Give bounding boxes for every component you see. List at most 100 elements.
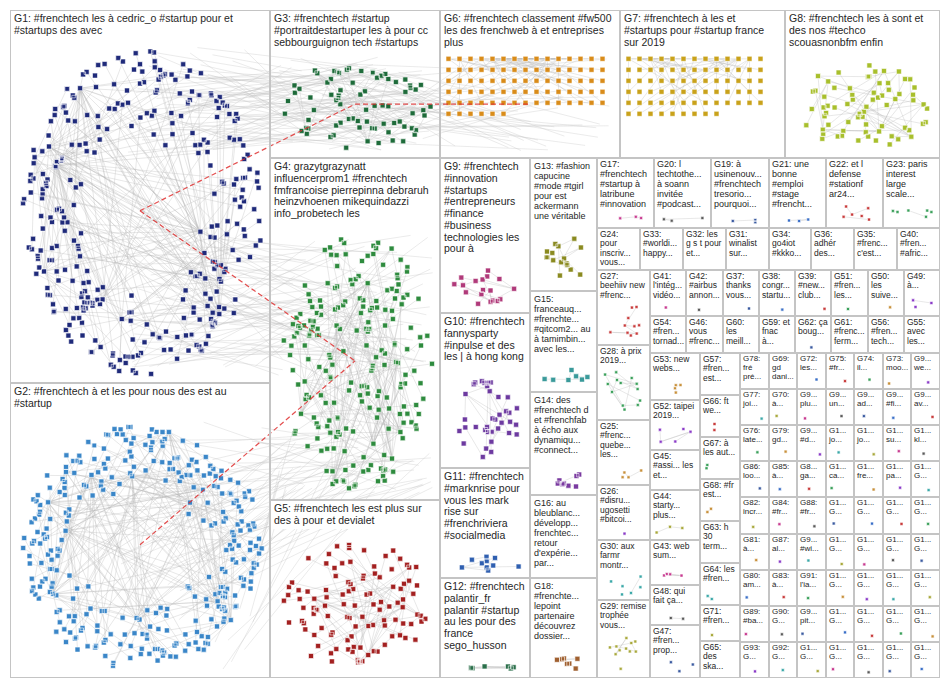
group-label: G3: #frenchtech #startup #portraitdestar… bbox=[271, 11, 439, 50]
group-label: G1... G... bbox=[827, 498, 853, 518]
group-box: G71: #fren... bbox=[700, 605, 740, 641]
vertex-squares bbox=[832, 522, 835, 525]
group-box: G1... G... bbox=[797, 642, 826, 678]
group-label: G9... ad... bbox=[855, 390, 882, 410]
group-label: G1: #frenchtech les à cedric_o #startup … bbox=[11, 11, 269, 39]
vertex-squares bbox=[808, 487, 811, 490]
group-label: G9: #frenchtech #innovation #startups #e… bbox=[441, 159, 529, 257]
group-box: G72: les... bbox=[797, 353, 826, 389]
group-label: G67: à les aut... bbox=[701, 438, 739, 459]
vertex-squares bbox=[871, 634, 874, 637]
vertex-squares bbox=[928, 596, 931, 599]
group-label: G66: ft we... bbox=[701, 396, 739, 417]
group-label: G86: loo... bbox=[741, 462, 768, 482]
group-label: G50: les suive... bbox=[869, 271, 903, 301]
group-box: G42: #airbus annon... bbox=[686, 270, 723, 316]
vertex-squares bbox=[781, 308, 784, 311]
group-box: G75: #fr... bbox=[826, 353, 854, 389]
group-box: G29: remise trophée vous... bbox=[597, 600, 650, 678]
vertex-squares bbox=[555, 656, 580, 671]
group-label: G32: les g s t pour et... bbox=[684, 229, 725, 259]
group-label: G52: taipei 2019... bbox=[651, 401, 699, 422]
group-box: G15: franceauq... #frenchte... #qitcom2.… bbox=[530, 291, 597, 392]
group-label: G73: moo... bbox=[884, 354, 910, 374]
vertex-squares bbox=[669, 617, 684, 621]
vertex-squares bbox=[801, 632, 804, 635]
group-box: G35: #frenc... c'est... bbox=[854, 228, 897, 270]
group-box: G1... G... bbox=[826, 534, 854, 570]
edge-layer bbox=[23, 48, 931, 669]
group-box: G9... #d... bbox=[797, 425, 826, 461]
group-label: G8: #frenchtech les à sont et des nos #t… bbox=[786, 11, 939, 50]
group-label: G1... G... bbox=[855, 643, 882, 663]
group-box: G9... plu... bbox=[797, 389, 826, 425]
group-box: G55: avec les... bbox=[904, 316, 940, 353]
group-box: G45: #assi... les et... bbox=[650, 450, 700, 490]
tie-lines bbox=[610, 307, 636, 336]
group-box: G26: #disru... ugosetti #bitcoi... bbox=[597, 485, 650, 540]
group-box: G34: go4iot #kkko... bbox=[769, 228, 811, 270]
group-box: G23: paris interest large scale... bbox=[883, 158, 940, 228]
group-box: G88: #fr... bbox=[797, 497, 826, 534]
group-box: G44: starty... plus... bbox=[650, 490, 700, 540]
vertex-squares bbox=[891, 209, 933, 218]
group-label: G62: ça boug... bbox=[796, 317, 830, 338]
group-label: G38: congr... startu... bbox=[760, 271, 794, 301]
group-label: G1... jo... bbox=[855, 426, 882, 446]
group-box: G1... G... bbox=[826, 570, 854, 606]
vertex-squares bbox=[844, 631, 847, 634]
group-label: G31: winalist sur... bbox=[727, 229, 768, 259]
vertex-squares bbox=[862, 415, 865, 418]
group-box: G49: à... bbox=[904, 270, 940, 316]
group-label: G88: #fr... bbox=[798, 498, 825, 518]
group-label: G13: #fashion capucine #mode #tgirl pour… bbox=[531, 159, 596, 223]
group-label: G48: qui fait ça... bbox=[651, 586, 699, 607]
group-box: G60: les meill... bbox=[723, 316, 759, 353]
group-label: G18: #frenchte... lepoint partenaire déc… bbox=[531, 579, 596, 643]
vertex-squares bbox=[837, 451, 840, 454]
group-label: G54: #fren... tornad... bbox=[651, 317, 685, 347]
vertex-squares bbox=[542, 368, 590, 383]
vertex-squares bbox=[810, 346, 813, 349]
group-label: G42: #airbus annon... bbox=[687, 271, 722, 301]
group-box: G9... #fi... bbox=[883, 389, 911, 425]
vertex-squares bbox=[788, 218, 810, 223]
group-label: G63: h 30 term... bbox=[701, 522, 739, 552]
group-label: G28: à prix 2019... bbox=[598, 346, 649, 367]
group-label: G1... G... bbox=[912, 535, 939, 555]
vertex-squares bbox=[927, 381, 930, 384]
group-label: G59: et fnac à... bbox=[760, 317, 794, 347]
group-label: G1... G... bbox=[827, 571, 853, 591]
group-box: G77: joi... bbox=[740, 389, 769, 425]
group-label: G74: il... bbox=[855, 354, 882, 374]
group-label: G1... ca... bbox=[827, 462, 853, 482]
group-label: G1... G... bbox=[884, 643, 910, 663]
group-box: G9... av... bbox=[911, 389, 940, 425]
group-label: G57: #fren... est... bbox=[701, 354, 739, 384]
vertex-squares bbox=[815, 378, 818, 381]
group-box: G80: am... bbox=[740, 570, 769, 606]
group-label: G1... G... bbox=[912, 571, 939, 591]
vertex-squares bbox=[744, 633, 747, 636]
vertex-squares bbox=[780, 633, 783, 636]
group-box: G16: au bleublanc... développ... frencht… bbox=[530, 495, 597, 578]
group-label: G64: les #fren... bbox=[701, 564, 739, 585]
group-label: G51: #fren... les... bbox=[832, 271, 867, 301]
group-label: G25: #frenc... quebe... les... bbox=[598, 421, 649, 460]
group-label: G1... G... bbox=[827, 607, 853, 627]
vertex-squares bbox=[872, 453, 875, 456]
group-label: G92: G... bbox=[770, 643, 796, 663]
cross-ties bbox=[128, 48, 429, 153]
group-label: G27: beehiiv new #frenc... bbox=[598, 271, 649, 301]
group-label: G1... G... bbox=[855, 498, 882, 518]
vertex-squares bbox=[784, 450, 787, 453]
vertex-squares bbox=[888, 382, 891, 385]
group-label: G78: fré pré... bbox=[741, 354, 768, 382]
group-box: G7: #frenchtech à les et #startups pour … bbox=[620, 10, 785, 158]
group-label: G44: starty... plus... bbox=[651, 491, 699, 521]
tie-lines bbox=[620, 217, 641, 219]
group-label: G82: incr... bbox=[741, 498, 768, 518]
group-box: G1... G... bbox=[911, 570, 940, 606]
group-label: G40: #fren... #afric... bbox=[898, 229, 939, 259]
